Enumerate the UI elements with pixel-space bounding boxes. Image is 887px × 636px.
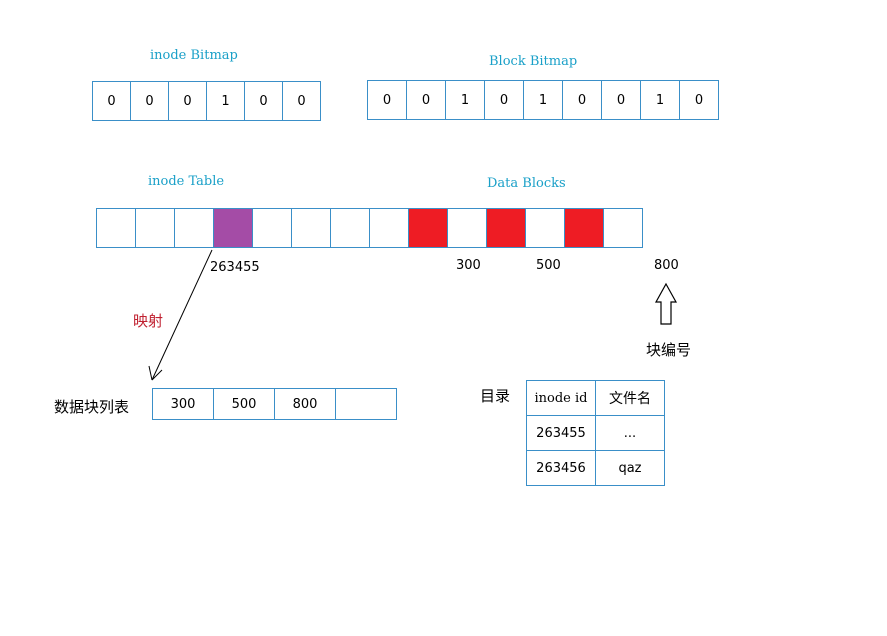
block-bitmap: 0 0 1 0 1 0 0 1 0 bbox=[367, 80, 719, 120]
directory-cell-filename: qaz bbox=[595, 450, 665, 486]
block-bit: 0 bbox=[679, 80, 719, 120]
table-slot bbox=[603, 208, 643, 248]
block-label-500: 500 bbox=[536, 258, 561, 273]
mapping-label: 映射 bbox=[133, 312, 164, 330]
inode-table-title: inode Table bbox=[148, 174, 225, 189]
data-block-300 bbox=[408, 208, 448, 248]
directory-header-row: inode id 文件名 bbox=[526, 380, 665, 416]
directory-cell-inode: 263455 bbox=[526, 415, 596, 451]
block-label-800: 800 bbox=[654, 258, 679, 273]
directory-header-inode: inode id bbox=[526, 380, 596, 416]
inode-bitmap: 0 0 0 1 0 0 bbox=[92, 81, 321, 121]
block-label-300: 300 bbox=[456, 258, 481, 273]
data-blocks-title: Data Blocks bbox=[487, 176, 566, 191]
directory-cell-inode: 263456 bbox=[526, 450, 596, 486]
storage-strip bbox=[96, 208, 643, 248]
directory-label: 目录 bbox=[480, 387, 511, 405]
inode-bit: 0 bbox=[282, 81, 321, 121]
block-list-label: 数据块列表 bbox=[54, 398, 130, 416]
up-arrow-icon bbox=[654, 282, 678, 325]
directory-cell-filename: ... bbox=[595, 415, 665, 451]
block-list-entry bbox=[335, 388, 397, 420]
table-row: 263456 qaz bbox=[526, 450, 665, 486]
data-block-500 bbox=[486, 208, 526, 248]
block-list: 300 500 800 bbox=[152, 388, 397, 420]
inode-slot-highlighted bbox=[213, 208, 253, 248]
block-number-label: 块编号 bbox=[646, 341, 692, 359]
directory-header-filename: 文件名 bbox=[595, 380, 665, 416]
block-bitmap-title: Block Bitmap bbox=[489, 54, 578, 69]
mapping-arrow bbox=[148, 249, 213, 381]
inode-number-label: 263455 bbox=[210, 260, 260, 275]
table-row: 263455 ... bbox=[526, 415, 665, 451]
directory-table: inode id 文件名 263455 ... 263456 qaz bbox=[526, 380, 665, 486]
inode-bitmap-title: inode Bitmap bbox=[150, 48, 238, 63]
